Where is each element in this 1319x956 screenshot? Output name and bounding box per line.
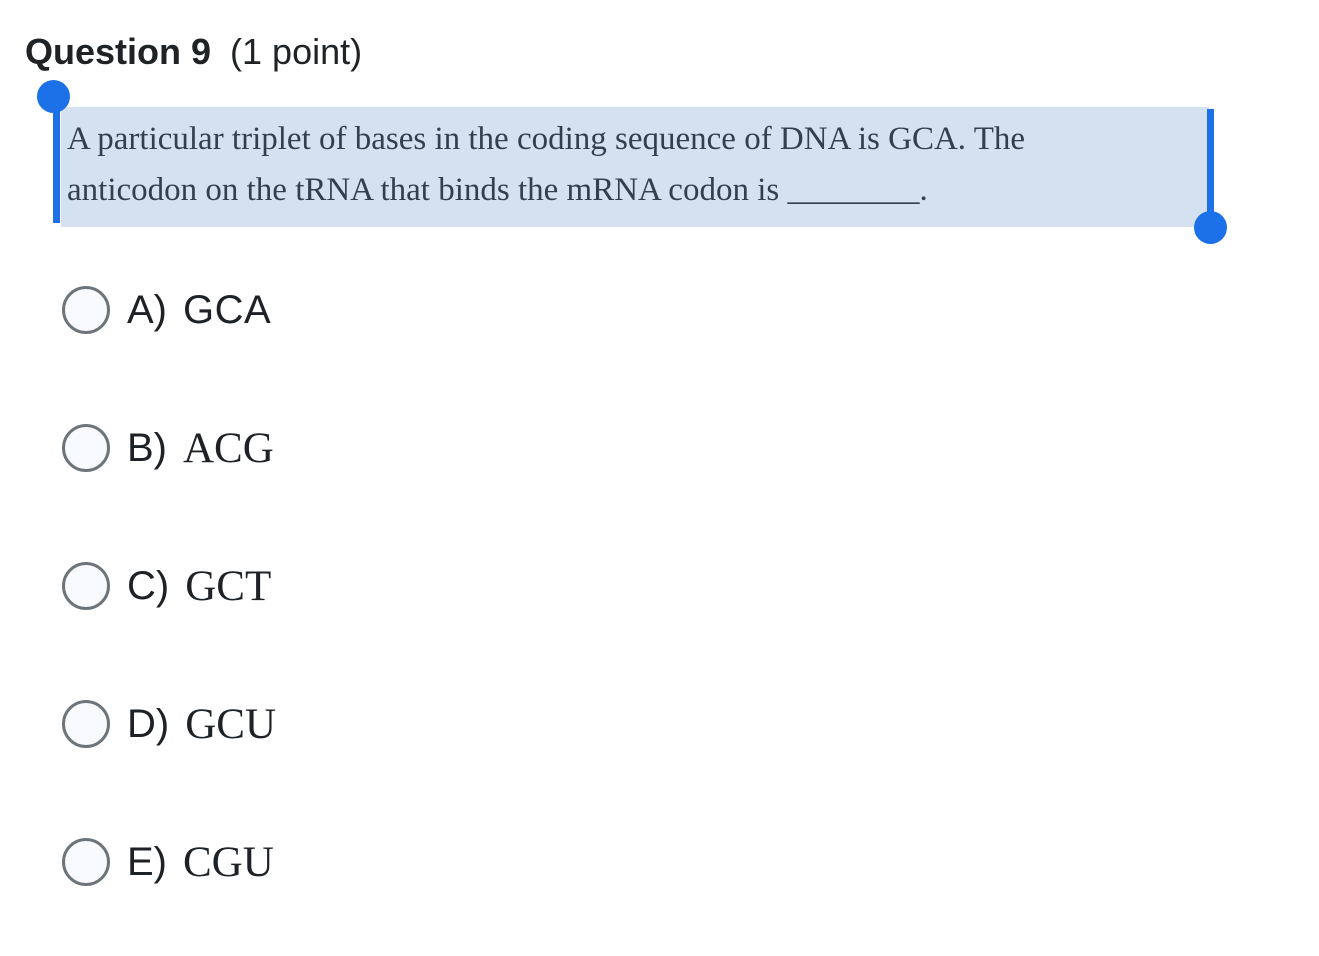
option-b[interactable]: B) ACG [62, 423, 1319, 473]
radio-button-b[interactable] [62, 424, 110, 472]
option-b-letter: B) [127, 425, 167, 470]
answer-options-list: A) GCA B) ACG C) GCT D) GCU E) CGU [62, 285, 1319, 887]
selection-handle-end-bar [1207, 109, 1214, 229]
option-d-value: GCU [185, 700, 277, 748]
radio-button-e[interactable] [62, 838, 110, 886]
option-b-value: ACG [183, 424, 274, 472]
selection-handle-start-bar [53, 94, 60, 223]
radio-button-c[interactable] [62, 562, 110, 610]
question-line-1: A particular triplet of bases in the cod… [67, 121, 1025, 157]
quiz-question-page: Question 9 (1 point) A particular triple… [25, 28, 1319, 887]
option-a-letter: A) [127, 287, 167, 332]
option-a[interactable]: A) GCA [62, 285, 1319, 335]
selection-handle-end-knob[interactable] [1194, 211, 1227, 244]
question-points-label: (1 point) [230, 31, 363, 72]
option-c[interactable]: C) GCT [62, 561, 1319, 611]
option-a-value: GCA [183, 287, 272, 332]
option-d-letter: D) [127, 701, 170, 746]
option-d[interactable]: D) GCU [62, 699, 1319, 749]
option-e-value: CGU [183, 838, 274, 886]
option-e-letter: E) [127, 839, 167, 884]
question-text-block: A particular triplet of bases in the cod… [37, 80, 1227, 244]
question-header: Question 9 (1 point) [25, 28, 1319, 76]
question-number-label: Question 9 [25, 31, 212, 72]
option-c-letter: C) [127, 563, 170, 608]
radio-button-a[interactable] [62, 286, 110, 334]
selection-handle-start-knob[interactable] [37, 80, 70, 113]
selected-question-text[interactable]: A particular triplet of bases in the cod… [61, 107, 1209, 227]
question-line-2: anticodon on the tRNA that binds the mRN… [67, 172, 928, 208]
option-e[interactable]: E) CGU [62, 837, 1319, 887]
radio-button-d[interactable] [62, 700, 110, 748]
option-c-value: GCT [185, 562, 272, 610]
